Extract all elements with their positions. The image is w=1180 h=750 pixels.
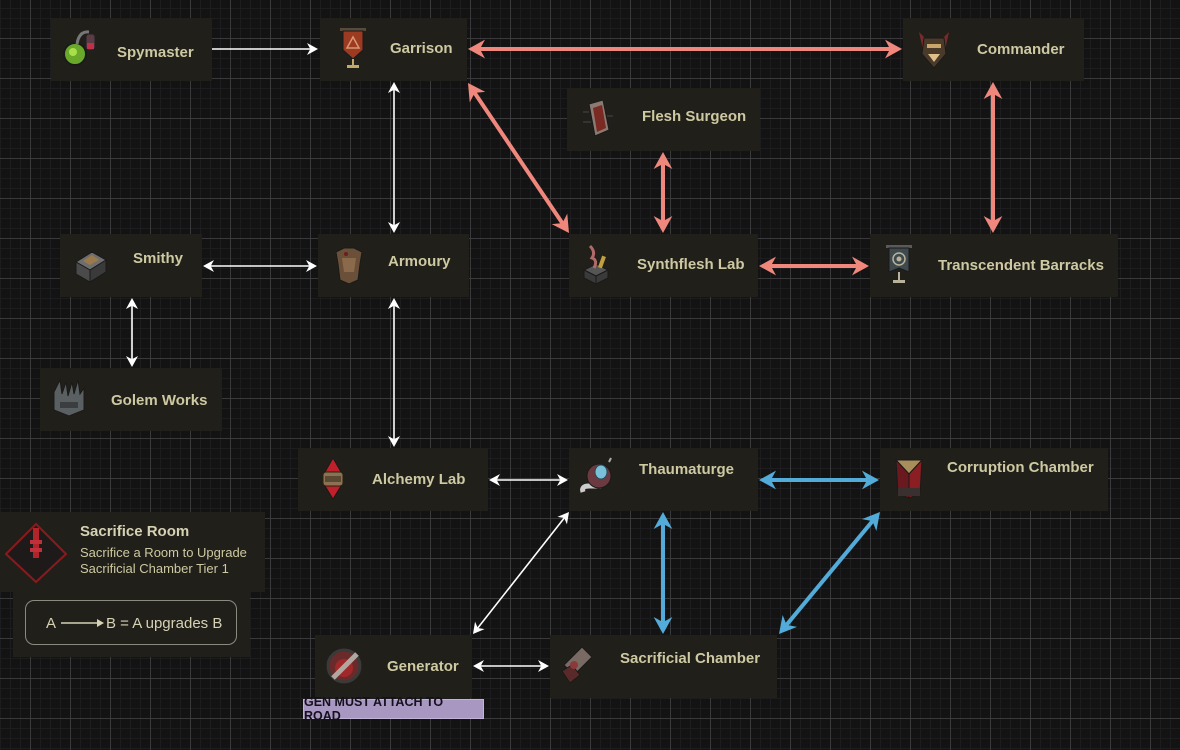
edge-corruption-chamber-to-sacrificial-chamber xyxy=(785,519,874,627)
node-label: Alchemy Lab xyxy=(372,471,466,488)
red-crystal-icon xyxy=(322,456,344,500)
sacrifice-altar-icon xyxy=(4,522,68,584)
synthflesh-icon xyxy=(582,244,610,285)
arrowhead-icon xyxy=(779,614,798,634)
arrowhead-icon xyxy=(557,512,569,525)
node-spymaster[interactable]: Spymaster xyxy=(51,18,212,81)
sacrifice-room-desc-line1: Sacrifice a Room to Upgrade xyxy=(80,545,247,560)
node-label: Smithy xyxy=(133,250,184,267)
arrowhead-icon xyxy=(538,659,549,673)
arrowhead-icon xyxy=(551,213,569,233)
node-smithy[interactable]: Smithy xyxy=(60,234,202,297)
node-label: Golem Works xyxy=(111,392,208,409)
node-label: Armoury xyxy=(388,253,451,270)
golem-icon xyxy=(53,378,85,417)
sacrifice-room-desc-line2: Sacrificial Chamber Tier 1 xyxy=(80,561,229,576)
red-banner-icon xyxy=(340,28,366,68)
edge-generator-to-thaumaturge xyxy=(477,517,565,629)
generator-road-note: GEN MUST ATTACH TO ROAD xyxy=(303,695,484,723)
arrowhead-icon xyxy=(468,83,486,103)
arrowhead-icon xyxy=(557,473,568,487)
arrowhead-icon xyxy=(983,82,1003,99)
node-label: Synthflesh Lab xyxy=(637,256,745,273)
green-flask-icon xyxy=(63,30,96,66)
demon-mask-icon xyxy=(919,32,949,69)
arrowhead-icon xyxy=(125,298,139,309)
node-label: Spymaster xyxy=(117,44,194,61)
arrowhead-icon xyxy=(473,659,484,673)
arrowhead-icon xyxy=(468,39,485,59)
arrowhead-icon xyxy=(387,222,401,233)
sacrificial-altar-icon xyxy=(561,646,593,684)
anvil-icon xyxy=(75,251,107,283)
legend-panel: A B = A upgrades B xyxy=(13,592,250,657)
generator-orb-icon xyxy=(326,648,362,684)
gem-scroll-icon xyxy=(580,457,612,493)
corruption-prism-icon xyxy=(894,458,924,499)
node-garrison[interactable]: Garrison xyxy=(320,18,467,81)
node-armoury[interactable]: Armoury xyxy=(318,234,469,297)
arrowhead-icon xyxy=(203,259,214,273)
node-corruption-chamber[interactable]: Corruption Chamber xyxy=(880,448,1108,511)
arrowhead-icon xyxy=(653,152,673,169)
arrow-right-icon xyxy=(61,619,104,627)
node-alchemy-lab[interactable]: Alchemy Lab xyxy=(298,448,488,511)
node-commander[interactable]: Commander xyxy=(903,18,1084,81)
node-flesh-surgeon[interactable]: Flesh Surgeon xyxy=(567,88,760,151)
arrowhead-icon xyxy=(862,470,879,490)
sacrifice-room-panel: Sacrifice Room Sacrifice a Room to Upgra… xyxy=(0,512,265,592)
node-label: Thaumaturge xyxy=(639,461,735,478)
legend-description: B = A upgrades B xyxy=(106,615,223,632)
legend-a: A xyxy=(46,615,57,632)
node-label: Transcendent Barracks xyxy=(938,257,1104,274)
arrowhead-icon xyxy=(861,512,880,532)
arrowhead-icon xyxy=(983,216,1003,233)
node-label: Corruption Chamber xyxy=(947,459,1094,476)
armour-icon xyxy=(335,247,363,285)
node-transcendent-barracks[interactable]: Transcendent Barracks xyxy=(870,234,1118,297)
arrowhead-icon xyxy=(759,470,776,490)
arrowhead-icon xyxy=(306,259,317,273)
arrowhead-icon xyxy=(387,436,401,447)
node-label: Generator xyxy=(387,658,459,675)
arrowhead-icon xyxy=(489,473,500,487)
node-label: Garrison xyxy=(390,40,453,57)
arrowhead-icon xyxy=(653,512,673,529)
node-generator[interactable]: Generator xyxy=(315,635,472,698)
arrowhead-icon xyxy=(759,256,776,276)
arrowhead-icon xyxy=(473,621,485,634)
arrowhead-icon xyxy=(653,216,673,233)
arrowhead-icon xyxy=(653,617,673,634)
arrowhead-icon xyxy=(307,42,318,56)
node-label: Flesh Surgeon xyxy=(642,108,747,125)
node-sacrificial-chamber[interactable]: Sacrificial Chamber xyxy=(550,635,777,698)
flesh-tank-icon xyxy=(583,99,613,137)
node-label: Sacrificial Chamber xyxy=(620,650,761,667)
steel-banner-icon xyxy=(886,245,912,283)
node-thaumaturge[interactable]: Thaumaturge xyxy=(569,448,758,511)
arrowhead-icon xyxy=(852,256,869,276)
node-golem-works[interactable]: Golem Works xyxy=(40,368,222,431)
edge-garrison-to-synthflesh-lab xyxy=(472,91,565,225)
arrowhead-icon xyxy=(387,82,401,93)
arrowhead-icon xyxy=(885,39,902,59)
arrowhead-icon xyxy=(125,356,139,367)
node-label: Commander xyxy=(977,41,1065,58)
arrowhead-icon xyxy=(387,298,401,309)
node-synthflesh-lab[interactable]: Synthflesh Lab xyxy=(569,234,758,297)
sacrifice-room-title: Sacrifice Room xyxy=(80,523,190,540)
legend-frame: A B = A upgrades B xyxy=(25,600,237,645)
